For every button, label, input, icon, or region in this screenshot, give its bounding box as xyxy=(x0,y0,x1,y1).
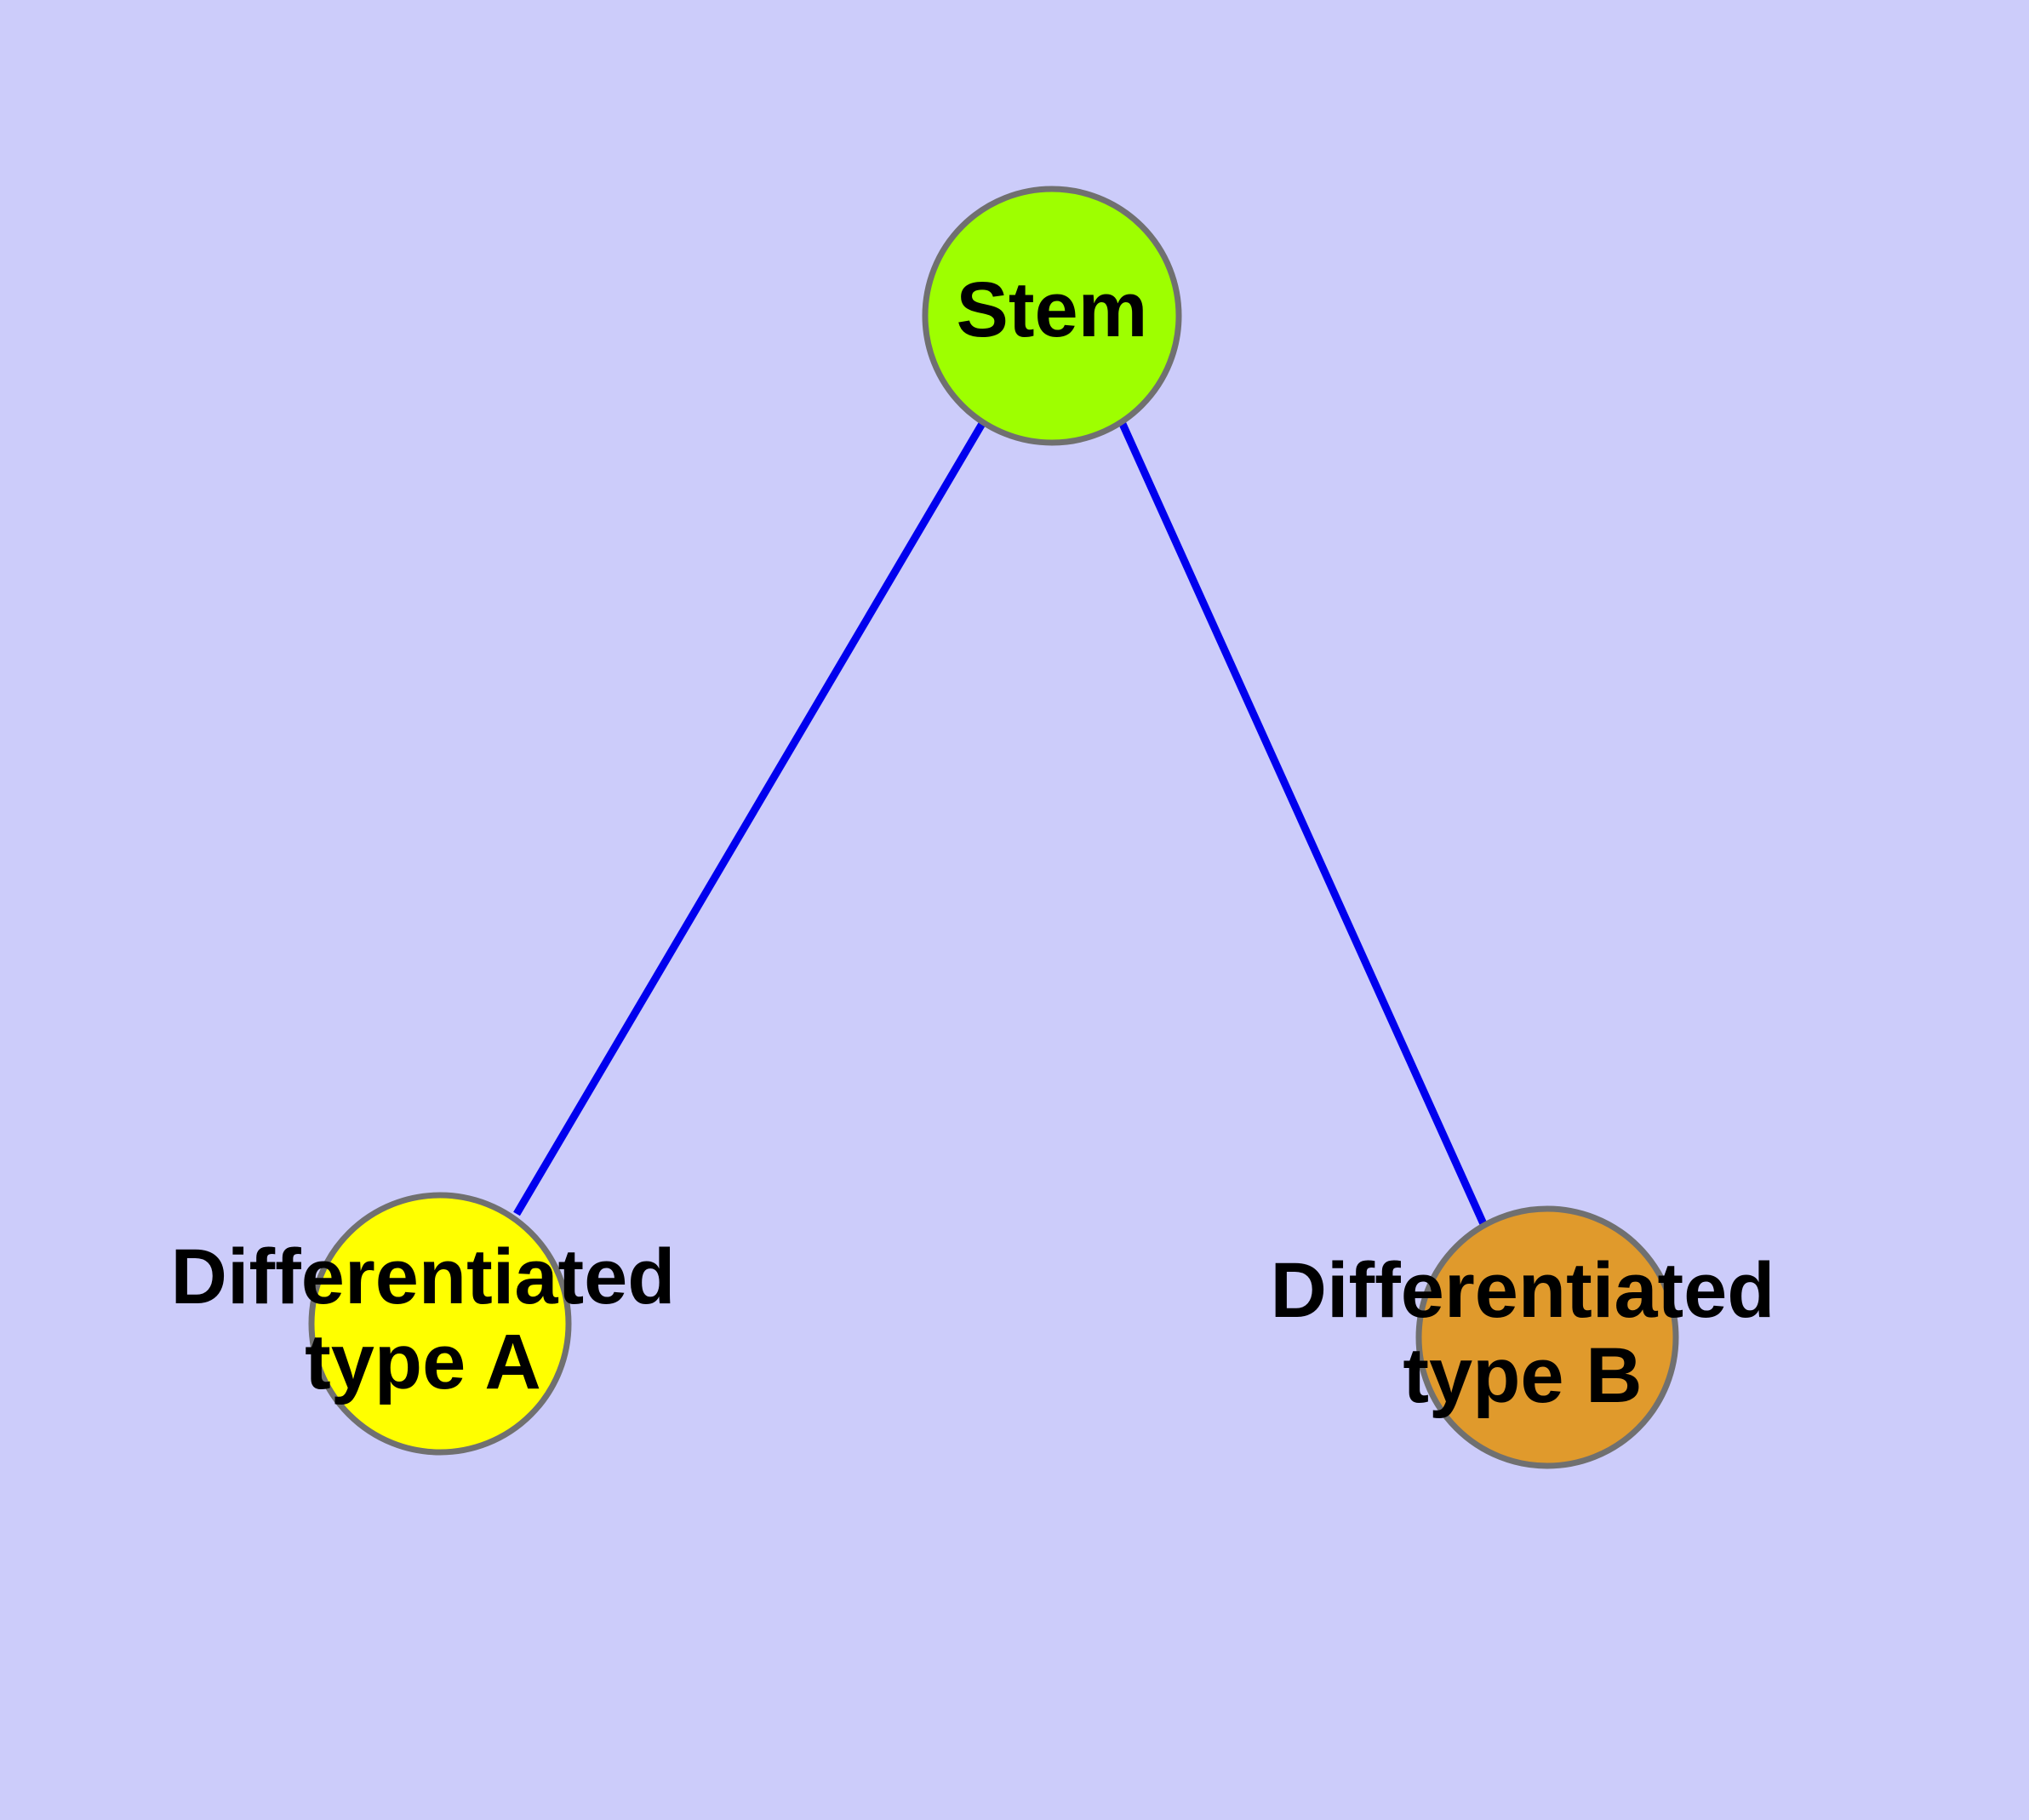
node-layer xyxy=(308,186,1679,1469)
node-diff-b[interactable] xyxy=(1415,1205,1679,1469)
edge-stem-to-diff-b xyxy=(1118,422,1489,1228)
node-label-stem: Stem xyxy=(957,266,1148,353)
node-label-line: Differentiated xyxy=(171,1233,676,1320)
node-label-line: type B xyxy=(1403,1332,1642,1419)
edge-layer xyxy=(513,420,1489,1228)
node-diff-a[interactable] xyxy=(308,1192,572,1456)
node-label-line: type A xyxy=(305,1319,541,1405)
node-stem[interactable] xyxy=(922,186,1182,446)
node-label-line: Stem xyxy=(957,266,1148,353)
edge-stem-to-diff-a xyxy=(513,420,986,1216)
node-label-line: Differentiated xyxy=(1271,1247,1775,1334)
